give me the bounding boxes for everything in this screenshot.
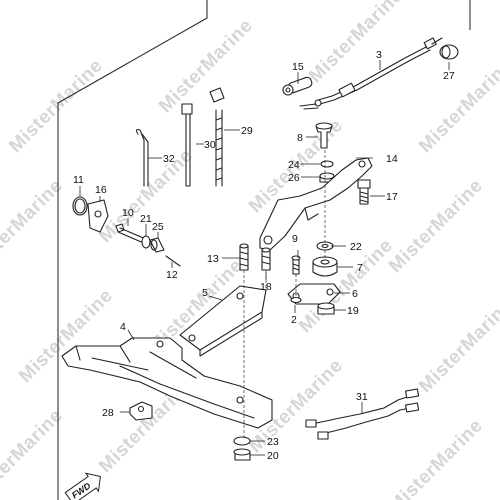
part-4-base	[61, 337, 273, 429]
part-19-nut	[317, 302, 335, 315]
part-21-washer	[141, 235, 151, 249]
watermark-text: MisterMarine	[385, 175, 487, 277]
callout-3: 3	[376, 49, 382, 61]
callout-6: 6	[352, 288, 358, 300]
part-26-nut	[319, 172, 335, 183]
callout-26: 26	[288, 172, 300, 184]
watermark-text: MisterMarine	[415, 55, 500, 157]
watermark-text: MisterMarine	[385, 415, 487, 500]
watermark-text: MisterMarine	[0, 405, 67, 500]
callout-19: 19	[347, 305, 359, 317]
callout-11: 11	[73, 174, 84, 186]
part-18-stud	[261, 247, 271, 271]
leader-lines	[79, 60, 450, 456]
callout-24: 24	[288, 159, 300, 171]
watermark-text: MisterMarine	[415, 295, 500, 397]
part-8-pin	[315, 122, 333, 149]
part-28-clamp	[129, 401, 153, 421]
watermark-text: MisterMarine	[155, 15, 257, 117]
part-16-knob	[87, 199, 109, 233]
watermark-text: MisterMarine	[305, 0, 407, 87]
part-3-cable	[299, 37, 443, 110]
callout-14: 14	[386, 153, 398, 165]
watermark-text: MisterMarine	[0, 175, 67, 277]
callout-2: 2	[291, 314, 297, 326]
callout-12: 12	[166, 269, 178, 281]
callout-29: 29	[241, 125, 253, 137]
fwd-arrow: FWD	[64, 472, 101, 500]
callout-9: 9	[292, 233, 298, 245]
callout-32: 32	[163, 153, 175, 165]
callout-21: 21	[140, 213, 152, 225]
part-17-bolt	[357, 179, 371, 205]
callout-13: 13	[207, 253, 219, 265]
part-29-tie	[209, 87, 225, 187]
callout-20: 20	[267, 450, 279, 462]
watermark-text: MisterMarine	[5, 55, 107, 157]
part-12-pin	[165, 255, 181, 267]
callout-5: 5	[202, 287, 208, 299]
diagram-frame	[57, 0, 471, 500]
callout-25: 25	[152, 221, 164, 233]
part-7-roller	[312, 256, 338, 277]
part-25-bushing	[149, 237, 165, 253]
part-32-clip	[135, 128, 149, 187]
callout-18: 18	[260, 281, 272, 293]
callout-22: 22	[350, 241, 362, 253]
callout-23: 23	[267, 436, 279, 448]
callout-30: 30	[204, 139, 216, 151]
part-31-harness	[305, 388, 420, 440]
callout-28: 28	[102, 407, 114, 419]
callout-17: 17	[386, 191, 398, 203]
part-27-grommet	[439, 44, 459, 60]
callout-10: 10	[122, 207, 134, 219]
callout-27: 27	[443, 70, 455, 82]
callout-7: 7	[357, 262, 363, 274]
part-2-washer	[290, 296, 302, 304]
callout-31: 31	[356, 391, 368, 403]
callout-labels: 3 27 15 8 24 26 14 17 9 22 7 6 19 2 13 1…	[73, 49, 455, 462]
callout-8: 8	[297, 132, 303, 144]
part-20-nut	[233, 448, 251, 461]
callout-16: 16	[95, 184, 107, 196]
part-23-washer	[233, 436, 251, 446]
part-5-bracket	[179, 285, 267, 357]
part-9-stud	[291, 255, 301, 275]
part-30-tie	[181, 103, 193, 187]
part-22-washer	[316, 241, 334, 251]
part-24-washer	[320, 160, 334, 168]
part-14-lever	[259, 157, 373, 251]
callout-4: 4	[120, 321, 126, 333]
callout-15: 15	[292, 61, 304, 73]
part-11-ring	[72, 196, 88, 216]
